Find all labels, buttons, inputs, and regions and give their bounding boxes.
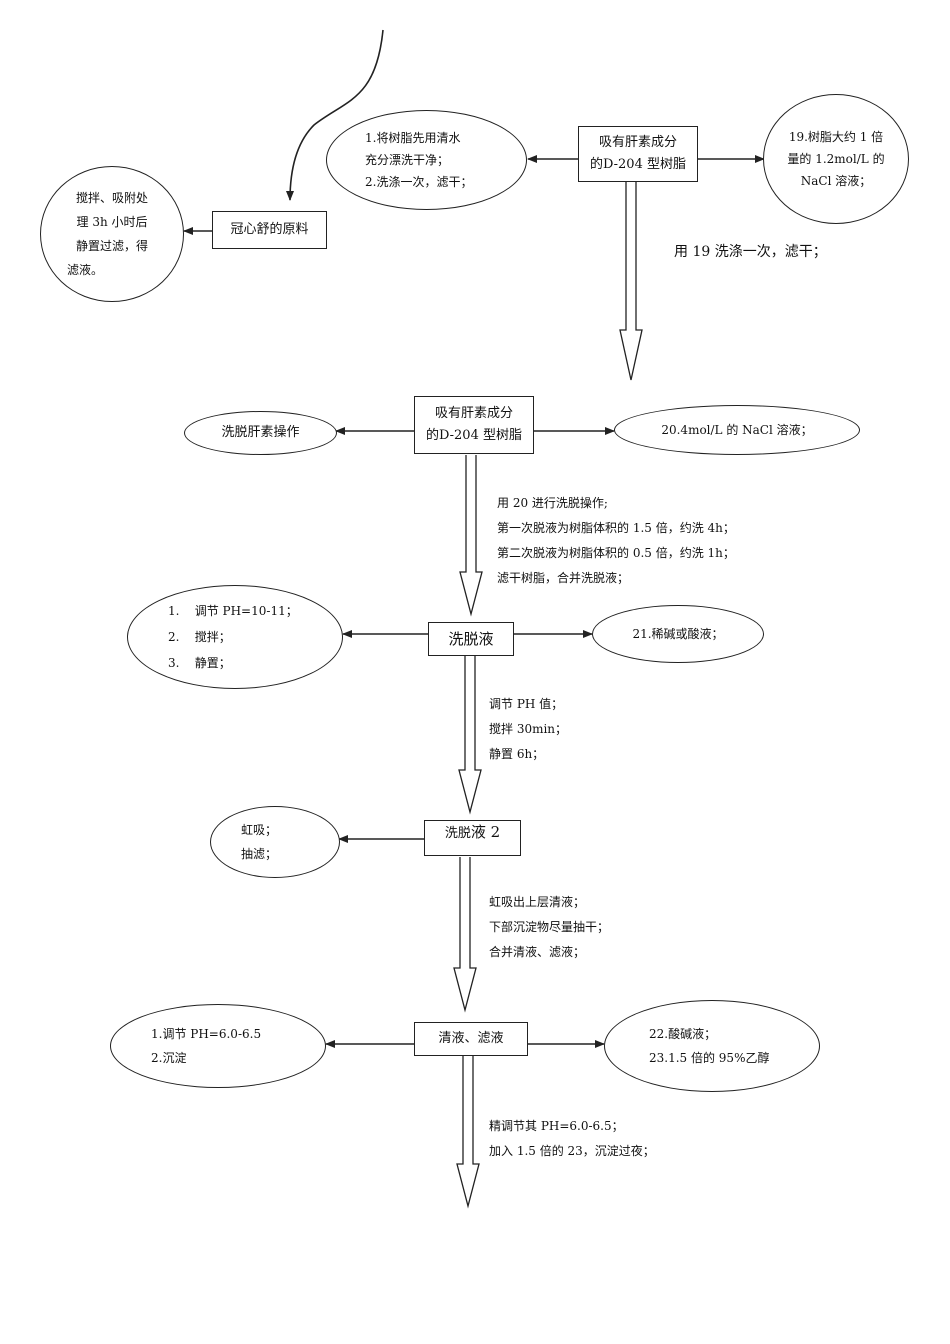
resin-2-line-1: 吸有肝素成分: [434, 406, 513, 421]
note-final-steps: 精调节其 PH=6.0-6.5； 加入 1.5 倍的 23，沉淀过夜；: [489, 1114, 655, 1164]
eluate-box: 洗脱液: [428, 622, 514, 656]
adsorb-line-3: 静置过滤，得: [75, 239, 148, 253]
nacl-4-oval: 20.4mol/L 的 NaCl 溶液；: [614, 405, 860, 455]
resin-1-line-1: 吸有肝素成分: [598, 135, 677, 150]
siphon-oval: 虹吸； 抽滤；: [210, 806, 340, 878]
hollow-arrow-4: [453, 857, 477, 1013]
dilute-label: 21.稀碱或酸液；: [632, 627, 724, 641]
note-siphon-line-1: 虹吸出上层清液；: [489, 895, 586, 909]
resin-box-1: 吸有肝素成分 的D-204 型树脂: [578, 126, 698, 182]
ethanol-line-2: 23.1.5 倍的 95%乙醇: [649, 1051, 770, 1065]
note-20-line-2: 第一次脱液为树脂体积的 1.5 倍，约洗 4h；: [497, 521, 735, 535]
ethanol-oval: 22.酸碱液； 23.1.5 倍的 95%乙醇: [604, 1000, 820, 1092]
incoming-curve-arrow: [286, 29, 384, 201]
siphon-line-1: 虹吸；: [241, 823, 278, 837]
eluate-label: 洗脱液: [448, 630, 494, 648]
clear-filtrate-box: 清液、滤液: [414, 1022, 528, 1056]
ethanol-line-1: 22.酸碱液；: [649, 1027, 717, 1041]
note-ph-line-1: 调节 PH 值；: [489, 697, 564, 711]
adjust-line-2: 2.沉淀: [151, 1051, 187, 1065]
rinse-line-1: 1.将树脂先用清水: [365, 131, 461, 145]
nacl-1-2-oval: 19.树脂大约 1 倍 量的 1.2mol/L 的 NaCl 溶液；: [763, 94, 909, 224]
eluate2-prefix: 洗脱: [444, 826, 471, 841]
rinse-line-2: 充分漂洗干净；: [365, 153, 450, 167]
note-siphon-line-3: 合并清液、滤液；: [489, 945, 586, 959]
note-final-line-2: 加入 1.5 倍的 23，沉淀过夜；: [489, 1144, 655, 1158]
note-ph-line-3: 静置 6h；: [489, 747, 545, 761]
note-20-line-4: 滤干树脂，合并洗脱液；: [497, 571, 630, 585]
note-wash-19: 用 19 洗涤一次，滤干；: [674, 240, 827, 265]
rinse-line-3: 2.洗涤一次，滤干；: [365, 175, 473, 189]
adjust-line-1: 1.调节 PH=6.0-6.5: [151, 1027, 262, 1041]
adsorb-line-2: 理 3h 小时后: [76, 215, 148, 229]
raw-material-label: 冠心舒的原料: [230, 222, 309, 237]
ph-line-3: 3. 静置；: [168, 656, 231, 670]
note-ph-line-2: 搅拌 30min；: [489, 722, 568, 736]
ph-line-1: 1. 调节 PH=10-11；: [168, 604, 298, 618]
resin-box-2: 吸有肝素成分 的D-204 型树脂: [414, 396, 534, 454]
resin-1-line-2: 的D-204 型树脂: [589, 157, 686, 172]
elute-operation-oval: 洗脱肝素操作: [184, 411, 337, 455]
raw-material-box: 冠心舒的原料: [212, 211, 327, 249]
note-siphon-steps: 虹吸出上层清液； 下部沉淀物尽量抽干； 合并清液、滤液；: [489, 890, 609, 965]
clear-filtrate-label: 清液、滤液: [438, 1031, 504, 1046]
note-20-line-3: 第二次脱液为树脂体积的 0.5 倍，约洗 1h；: [497, 546, 735, 560]
adsorb-line-1: 搅拌、吸附处: [75, 191, 148, 205]
adsorb-oval: 搅拌、吸附处 理 3h 小时后 静置过滤，得 滤液。: [40, 166, 184, 302]
note-final-line-1: 精调节其 PH=6.0-6.5；: [489, 1119, 624, 1133]
nacl4-label: 20.4mol/L 的 NaCl 溶液；: [661, 423, 813, 437]
nacl12-line-3: NaCl 溶液；: [800, 174, 872, 188]
rinse-oval: 1.将树脂先用清水 充分漂洗干净； 2.洗涤一次，滤干；: [326, 110, 527, 210]
ph-adjust-2-oval: 1.调节 PH=6.0-6.5 2.沉淀: [110, 1004, 326, 1088]
hollow-arrow-2: [459, 455, 483, 617]
nacl12-line-2: 量的 1.2mol/L 的: [787, 152, 885, 166]
resin-2-line-2: 的D-204 型树脂: [425, 428, 522, 443]
adsorb-line-4: 滤液。: [67, 263, 104, 277]
eluate-2-box: 洗脱液 2: [424, 820, 521, 856]
hollow-arrow-3: [458, 656, 482, 815]
note-ph-steps: 调节 PH 值； 搅拌 30min； 静置 6h；: [489, 692, 567, 767]
siphon-line-2: 抽滤；: [241, 847, 278, 861]
note-19-text: 用 19 洗涤一次，滤干；: [674, 244, 827, 260]
note-siphon-line-2: 下部沉淀物尽量抽干；: [489, 920, 610, 934]
ph-adjust-oval: 1. 调节 PH=10-11； 2. 搅拌； 3. 静置；: [127, 585, 343, 689]
elute-operation-label: 洗脱肝素操作: [221, 425, 300, 440]
hollow-arrow-5: [456, 1056, 480, 1209]
nacl12-line-1: 19.树脂大约 1 倍: [788, 130, 884, 144]
hollow-arrow-1: [619, 182, 643, 381]
ph-line-2: 2. 搅拌；: [168, 630, 231, 644]
note-elution-steps: 用 20 进行洗脱操作; 第一次脱液为树脂体积的 1.5 倍，约洗 4h； 第二…: [497, 491, 735, 591]
eluate2-suffix: 液 2: [470, 823, 501, 841]
note-20-line-1: 用 20 进行洗脱操作;: [497, 496, 608, 510]
dilute-oval: 21.稀碱或酸液；: [592, 605, 764, 663]
